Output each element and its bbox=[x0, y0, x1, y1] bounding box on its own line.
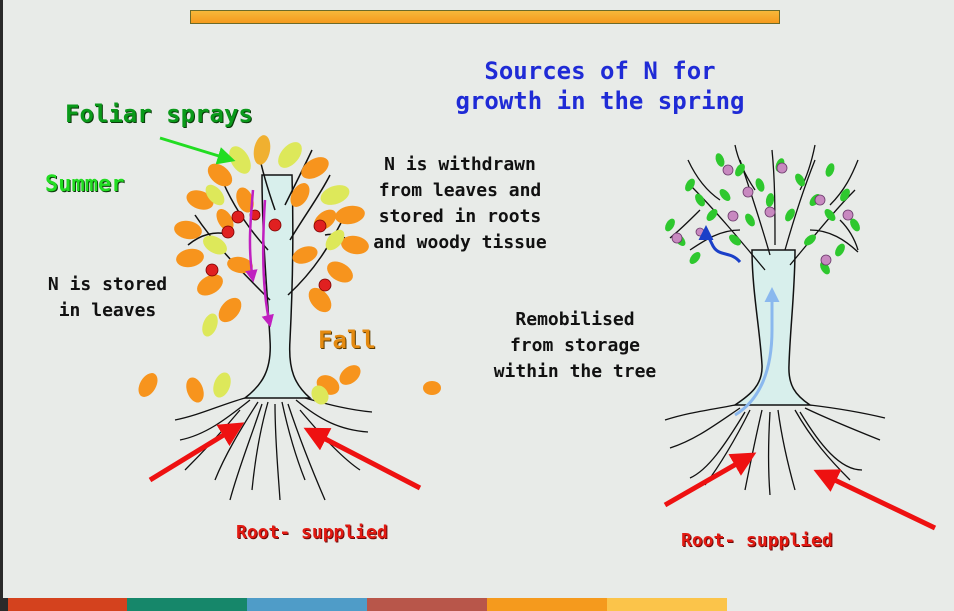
fall-label: Fall bbox=[318, 326, 376, 354]
root-supplied-left: Root- supplied bbox=[236, 522, 388, 543]
withdrawn-line-4: and woody tissue bbox=[340, 230, 580, 256]
withdrawn-line-3: stored in roots bbox=[340, 204, 580, 230]
stored-in-leaves-text: N is stored in leaves bbox=[20, 272, 195, 324]
remob-line-3: within the tree bbox=[480, 359, 670, 385]
root-arrow-left-1 bbox=[150, 425, 240, 480]
stripe-5 bbox=[487, 598, 607, 611]
stored-line-1: N is stored bbox=[20, 272, 195, 298]
remob-line-2: from storage bbox=[480, 333, 670, 359]
root-arrow-right-2 bbox=[818, 472, 935, 528]
withdrawn-line-1: N is withdrawn bbox=[340, 152, 580, 178]
stripe-1 bbox=[8, 598, 127, 611]
root-supplied-right: Root- supplied bbox=[681, 530, 833, 551]
remob-line-1: Remobilised bbox=[480, 307, 670, 333]
foliar-sprays-label: Foliar sprays bbox=[65, 100, 253, 128]
stripe-6 bbox=[607, 598, 727, 611]
stripe-2 bbox=[127, 598, 247, 611]
stripe-3 bbox=[247, 598, 367, 611]
title-line-2: growth in the spring bbox=[430, 86, 770, 116]
summer-label: Summer bbox=[45, 172, 124, 197]
foliar-arrow bbox=[160, 138, 232, 160]
remobilised-text: Remobilised from storage within the tree bbox=[480, 307, 670, 385]
stripe-4 bbox=[367, 598, 487, 611]
withdrawn-line-2: from leaves and bbox=[340, 178, 580, 204]
stripe-edge bbox=[0, 598, 8, 611]
bottom-color-stripes bbox=[0, 598, 954, 611]
right-tree bbox=[663, 145, 885, 495]
stripe-blank bbox=[727, 598, 954, 611]
root-arrow-right-1 bbox=[665, 455, 752, 505]
withdrawn-text: N is withdrawn from leaves and stored in… bbox=[340, 152, 580, 256]
stored-line-2: in leaves bbox=[20, 298, 195, 324]
title: Sources of N for growth in the spring bbox=[430, 56, 770, 116]
root-arrow-left-2 bbox=[308, 430, 420, 488]
title-line-1: Sources of N for bbox=[430, 56, 770, 86]
